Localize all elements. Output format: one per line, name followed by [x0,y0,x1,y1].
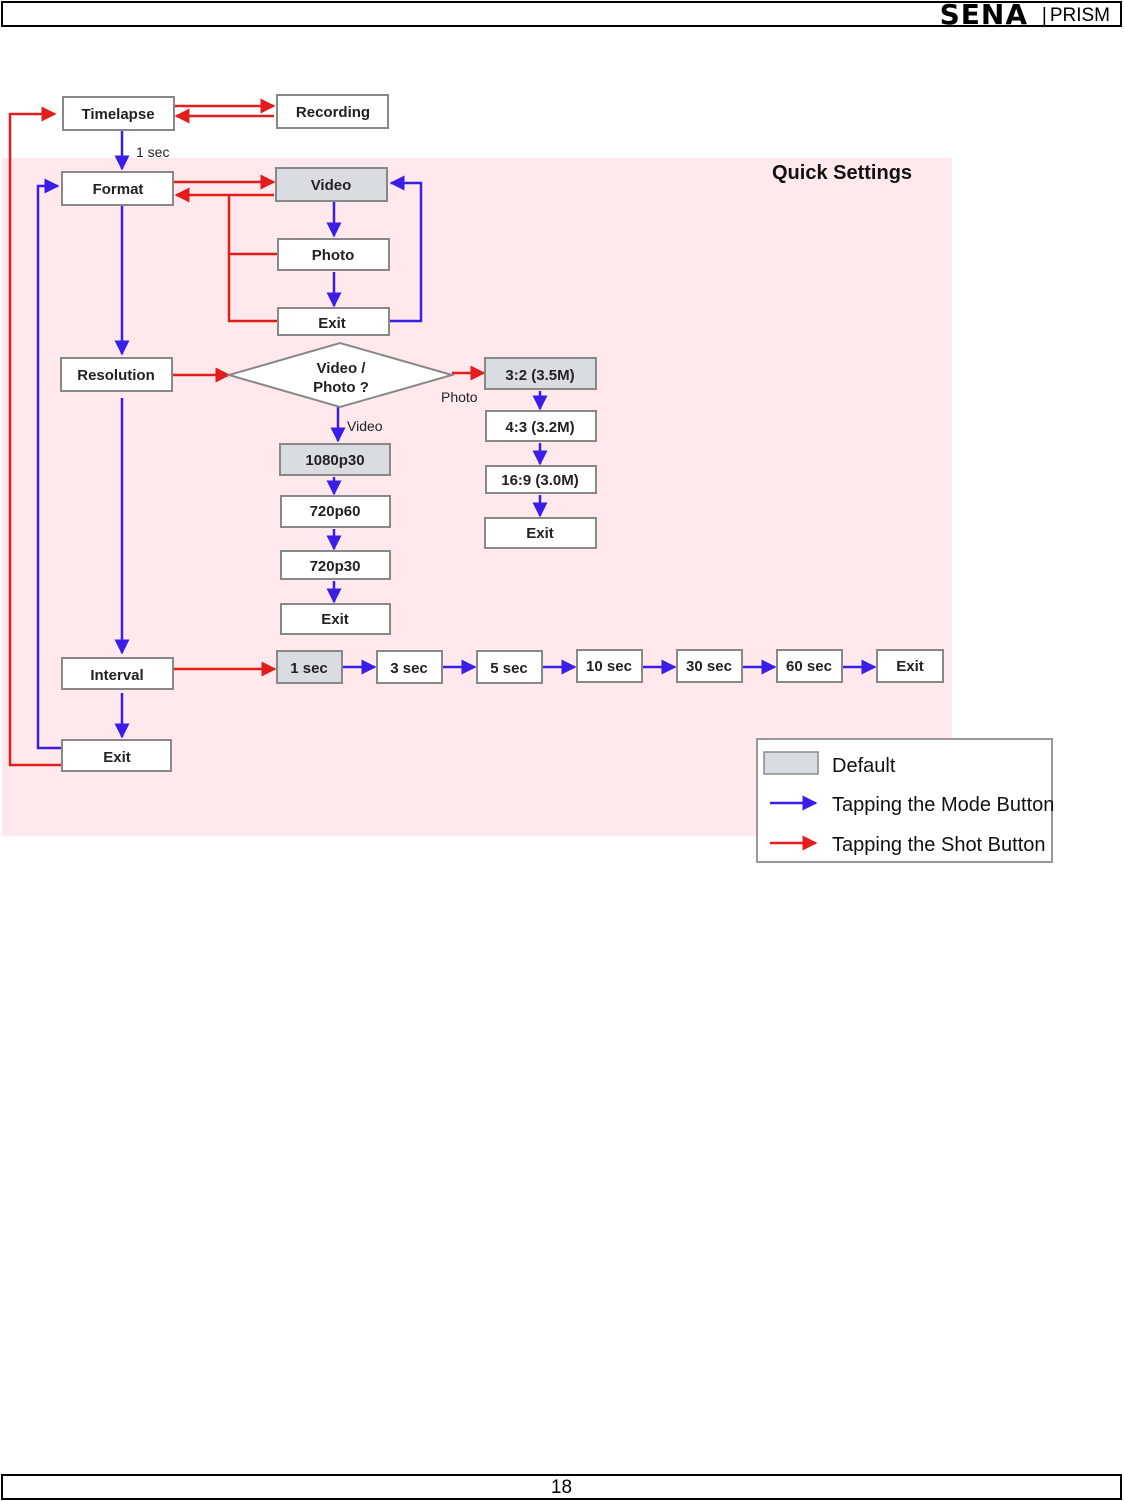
header-separator: | [1041,5,1047,26]
label-720p30: 720p30 [310,558,361,575]
label-10-sec: 10 sec [586,658,632,675]
label-interval-exit: Exit [896,658,924,675]
node-10-sec [576,649,643,683]
page-header: SENA |PRISM [1,0,1122,31]
mode-arrows [36,130,877,750]
product-name: |PRISM [1042,4,1110,28]
legend-mode-label: Tapping the Mode Button [832,794,1054,816]
label-video-exit: Exit [321,611,349,628]
legend-default-swatch [763,751,819,775]
label-16-9: 16:9 (3.0M) [501,472,579,489]
arrow-format-exit-to-video [389,175,423,323]
node-timelapse [62,96,175,131]
label-format-exit: Exit [318,315,346,332]
node-format [61,171,174,206]
sena-logo: SENA [939,0,1028,31]
label-format: Format [93,181,144,198]
label-5-sec: 5 sec [490,660,528,677]
node-photo-exit [484,517,597,549]
node-1080p30 [279,443,391,476]
page-number: 18 [550,1477,573,1498]
label-timelapse: Timelapse [81,106,154,123]
label-decision-line2: Photo ? [313,379,369,396]
legend-default-label: Default [832,755,896,777]
quick-settings-title: Quick Settings [772,162,912,184]
product-label: PRISM [1049,5,1110,26]
label-720p60: 720p60 [310,503,361,520]
node-video-photo-decision [225,341,456,409]
edge-label-photo: Photo [441,389,478,405]
node-main-exit [61,739,172,772]
label-photo: Photo [312,247,355,264]
node-720p60 [280,495,391,528]
node-format-exit [277,307,390,336]
node-60-sec [776,649,843,683]
node-1-sec [276,650,343,684]
label-resolution: Resolution [77,367,155,384]
node-3-2 [484,357,597,390]
node-30-sec [676,649,743,683]
label-video: Video [311,177,352,194]
legend: Default Tapping the Mode Button Tapping … [756,738,1054,863]
node-interval-exit [876,649,944,683]
node-4-3 [485,410,597,442]
label-4-3: 4:3 (3.2M) [505,419,574,436]
node-16-9 [485,465,597,494]
label-photo-exit: Exit [526,525,554,542]
shot-arrows [8,98,486,767]
node-resolution [60,357,173,392]
node-video-exit [280,603,391,635]
node-video [275,167,388,202]
node-photo [277,238,390,271]
label-interval: Interval [90,667,143,684]
page-footer: 18 [1,1474,1122,1500]
label-main-exit: Exit [103,749,131,766]
edge-label-1-sec: 1 sec [136,144,169,160]
label-60-sec: 60 sec [786,658,832,675]
legend-shot-label: Tapping the Shot Button [832,834,1046,856]
node-recording [276,94,389,129]
edge-label-video: Video [347,418,383,434]
label-recording: Recording [296,104,370,121]
node-5-sec [476,650,543,684]
node-interval [61,657,174,690]
node-720p30 [280,550,391,580]
arrow-exit-to-timelapse [8,106,62,767]
node-3-sec [376,650,443,684]
label-1080p30: 1080p30 [305,452,364,469]
arrow-exit-to-format [36,178,62,750]
label-decision-line1: Video / [317,360,367,377]
label-3-2: 3:2 (3.5M) [505,367,574,384]
label-1-sec: 1 sec [290,660,328,677]
label-3-sec: 3 sec [390,660,428,677]
label-30-sec: 30 sec [686,658,732,675]
quick-settings-area [2,158,952,836]
arrow-exit-to-format [227,254,278,323]
